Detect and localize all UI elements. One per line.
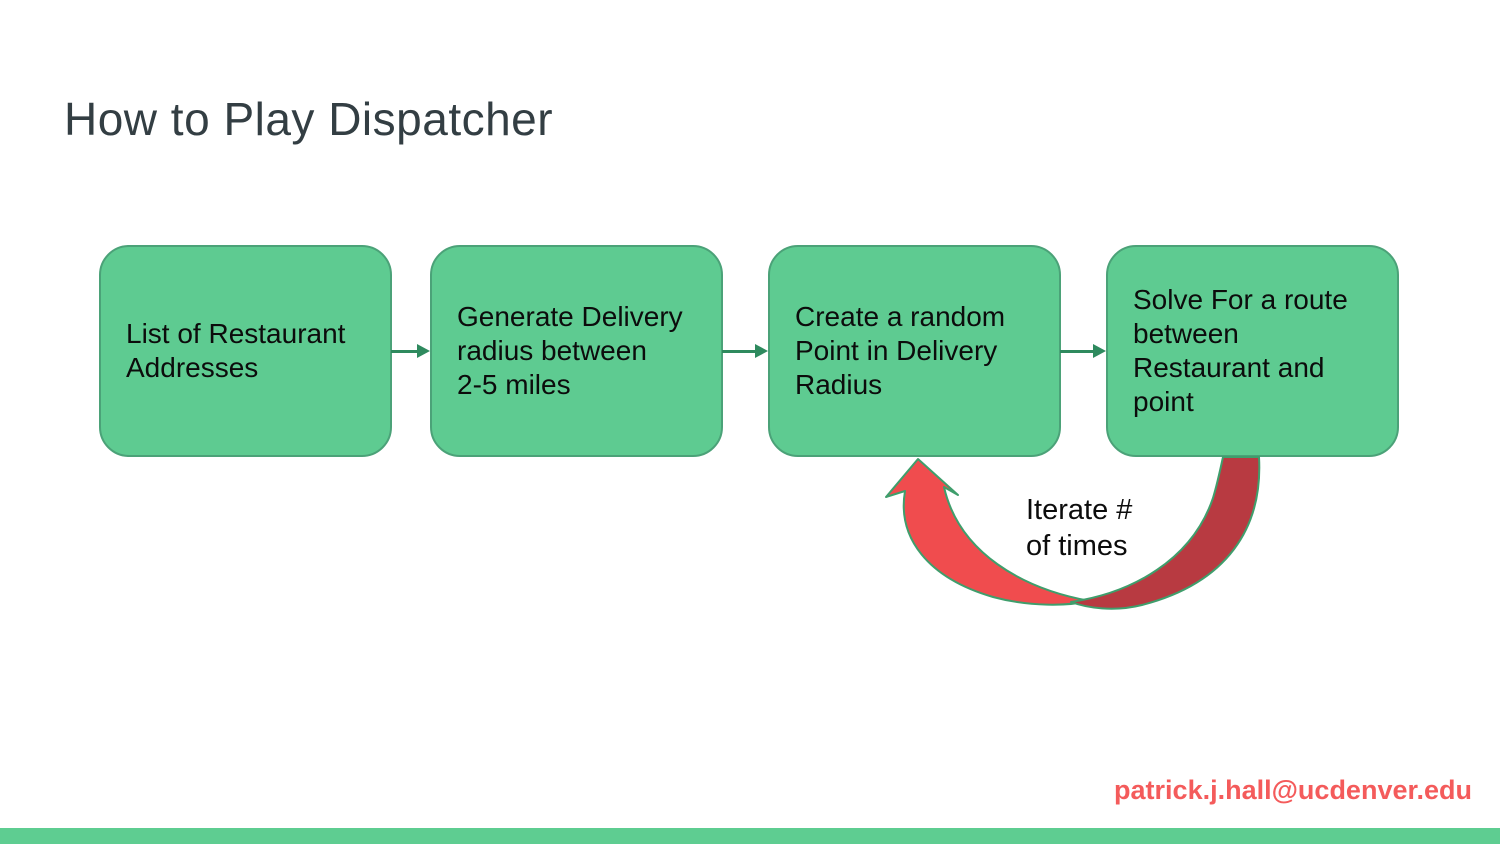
flow-node-generate-radius: Generate Delivery radius between 2-5 mil…	[430, 245, 723, 457]
flow-node-random-point: Create a random Point in Delivery Radius	[768, 245, 1061, 457]
iterate-loop-arrow-icon	[885, 456, 1261, 610]
flow-node-label: Create a random Point in Delivery Radius	[795, 301, 1006, 400]
flow-node-label: Solve For a route between Restaurant and…	[1133, 284, 1348, 417]
footer-email: patrick.j.hall@ucdenver.edu	[1114, 775, 1472, 805]
arrow-right-icon	[722, 344, 768, 358]
page-title: How to Play Dispatcher	[64, 93, 554, 145]
flow-node-restaurant-addresses: List of Restaurant Addresses	[99, 245, 392, 457]
arrow-right-icon	[1060, 344, 1106, 358]
flow-node-label: Generate Delivery radius between 2-5 mil…	[457, 301, 683, 400]
flow-node-label: List of Restaurant Addresses	[126, 318, 346, 383]
flow-node-solve-route: Solve For a route between Restaurant and…	[1106, 245, 1399, 457]
iterate-label: Iterate # of times	[1026, 494, 1133, 562]
arrow-right-icon	[391, 344, 430, 358]
footer-accent-bar	[0, 828, 1500, 844]
